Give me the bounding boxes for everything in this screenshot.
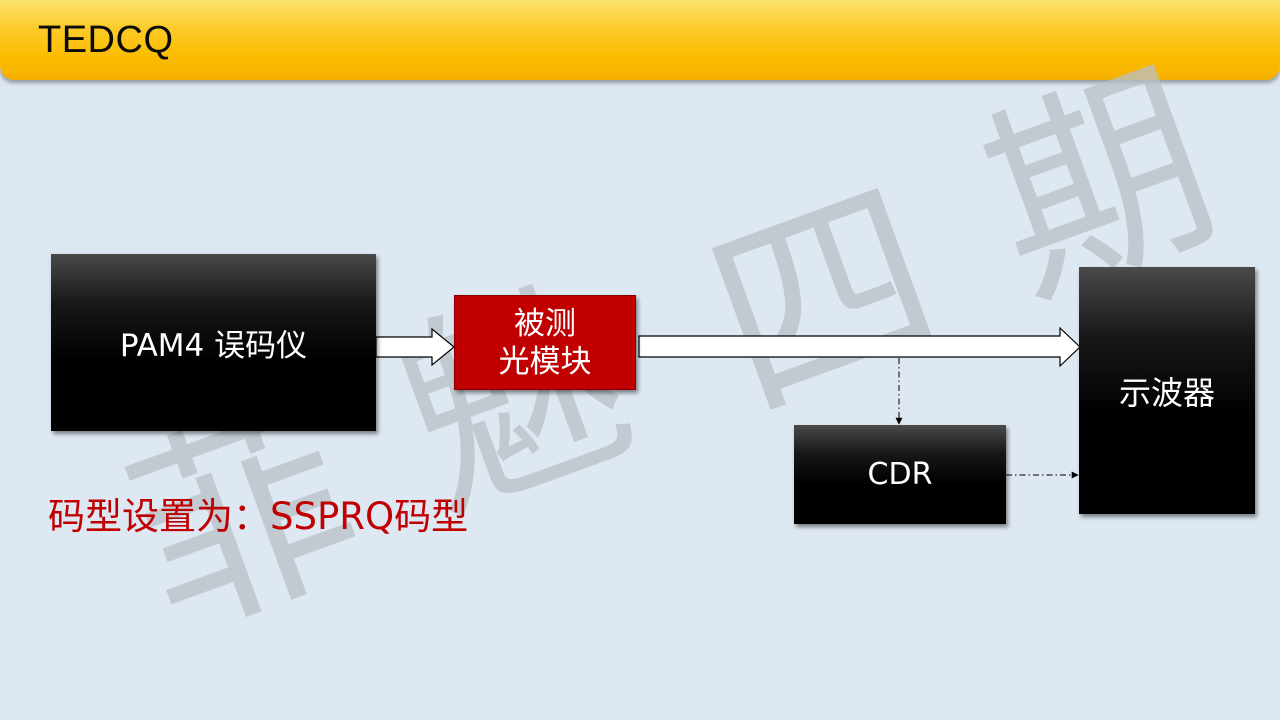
arrow-dut-to-scope xyxy=(638,326,1081,368)
cdr-block: CDR xyxy=(794,425,1006,524)
dut-label-line2: 光模块 xyxy=(498,343,592,380)
pattern-setting-note: 码型设置为：SSPRQ码型 xyxy=(48,495,469,538)
dut-label-line1: 被测 xyxy=(514,305,576,342)
arrow-bert-to-dut xyxy=(375,327,455,367)
dut-optical-module-block: 被测 光模块 xyxy=(454,295,636,390)
slide-title: TEDCQ xyxy=(38,19,174,61)
oscilloscope-label: 示波器 xyxy=(1118,373,1215,412)
cdr-label: CDR xyxy=(867,457,933,492)
title-bar: TEDCQ xyxy=(0,0,1280,80)
pam4-ber-tester-block: PAM4 误码仪 xyxy=(51,254,376,431)
pam4-ber-tester-label: PAM4 误码仪 xyxy=(119,328,308,364)
oscilloscope-block: 示波器 xyxy=(1079,267,1255,514)
